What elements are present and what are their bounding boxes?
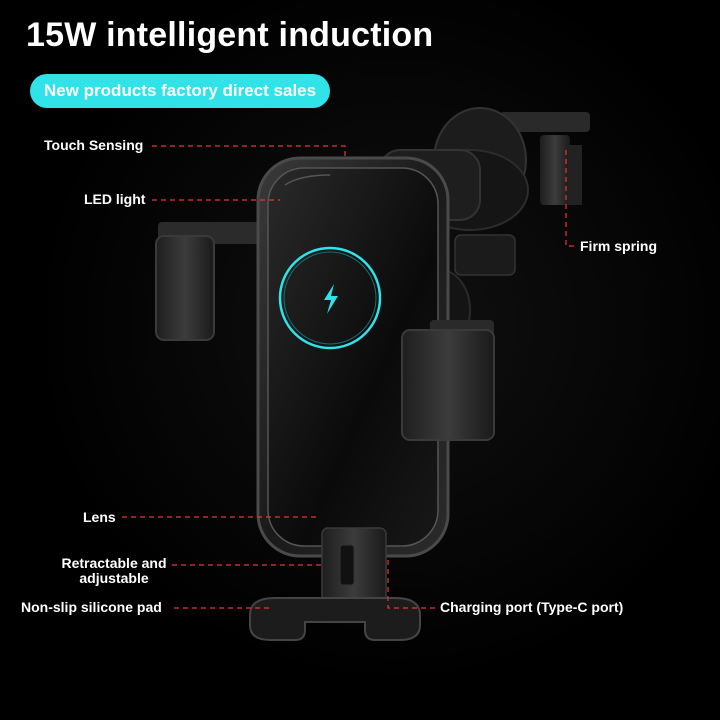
charging-port-label: Charging port (Type-C port) — [440, 599, 624, 615]
retractable-label: Retractable and adjustable — [56, 555, 172, 587]
led-ring — [278, 246, 382, 350]
retractable-label-line1: Retractable and — [61, 555, 167, 571]
firm-spring-label: Firm spring — [580, 238, 658, 254]
non-slip-pad-label: Non-slip silicone pad — [21, 599, 162, 615]
page-title: 15W intelligent induction — [26, 16, 434, 54]
led-light-label: LED light — [84, 191, 146, 207]
left-clamp-arm — [155, 222, 268, 341]
tagline-badge: New products factory direct sales — [30, 74, 331, 108]
lens-label: Lens — [83, 509, 116, 525]
retractable-label-line2: adjustable — [79, 570, 149, 587]
bottom-support — [249, 527, 421, 641]
lightning-icon — [324, 284, 338, 314]
callout-lines — [122, 145, 576, 609]
touch-sensing-label: Touch Sensing — [44, 137, 144, 153]
charger-body — [256, 156, 450, 558]
right-clamp-arm — [401, 320, 495, 441]
